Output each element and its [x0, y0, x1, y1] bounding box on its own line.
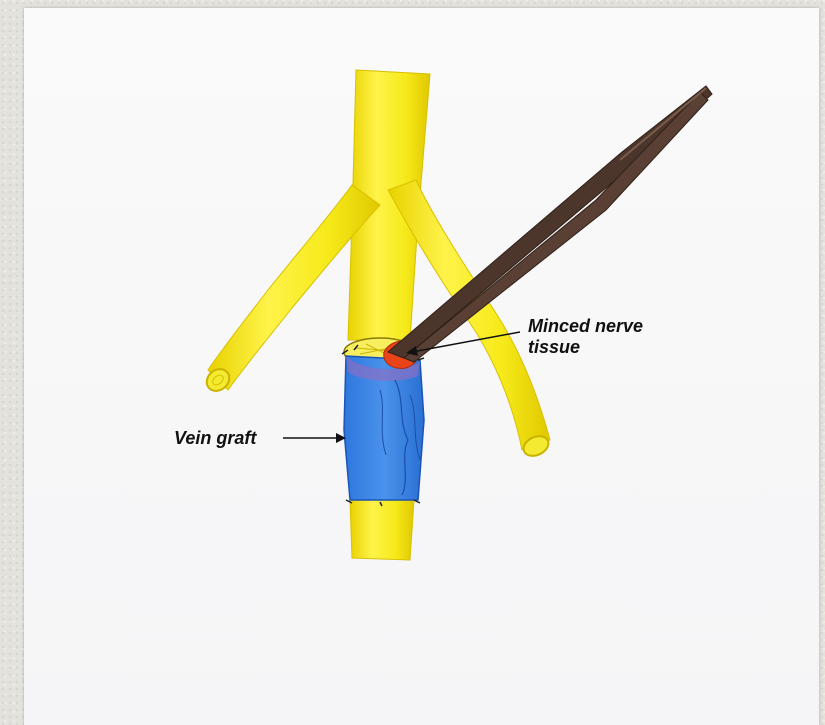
minced-label-line2: tissue [528, 337, 643, 358]
vein-graft [342, 345, 424, 506]
vein-graft-pointer [283, 433, 346, 443]
minced-nerve-tissue-label: Minced nerve tissue [528, 316, 643, 358]
minced-label-line1: Minced nerve [528, 316, 643, 337]
vein-graft-label: Vein graft [174, 428, 256, 449]
